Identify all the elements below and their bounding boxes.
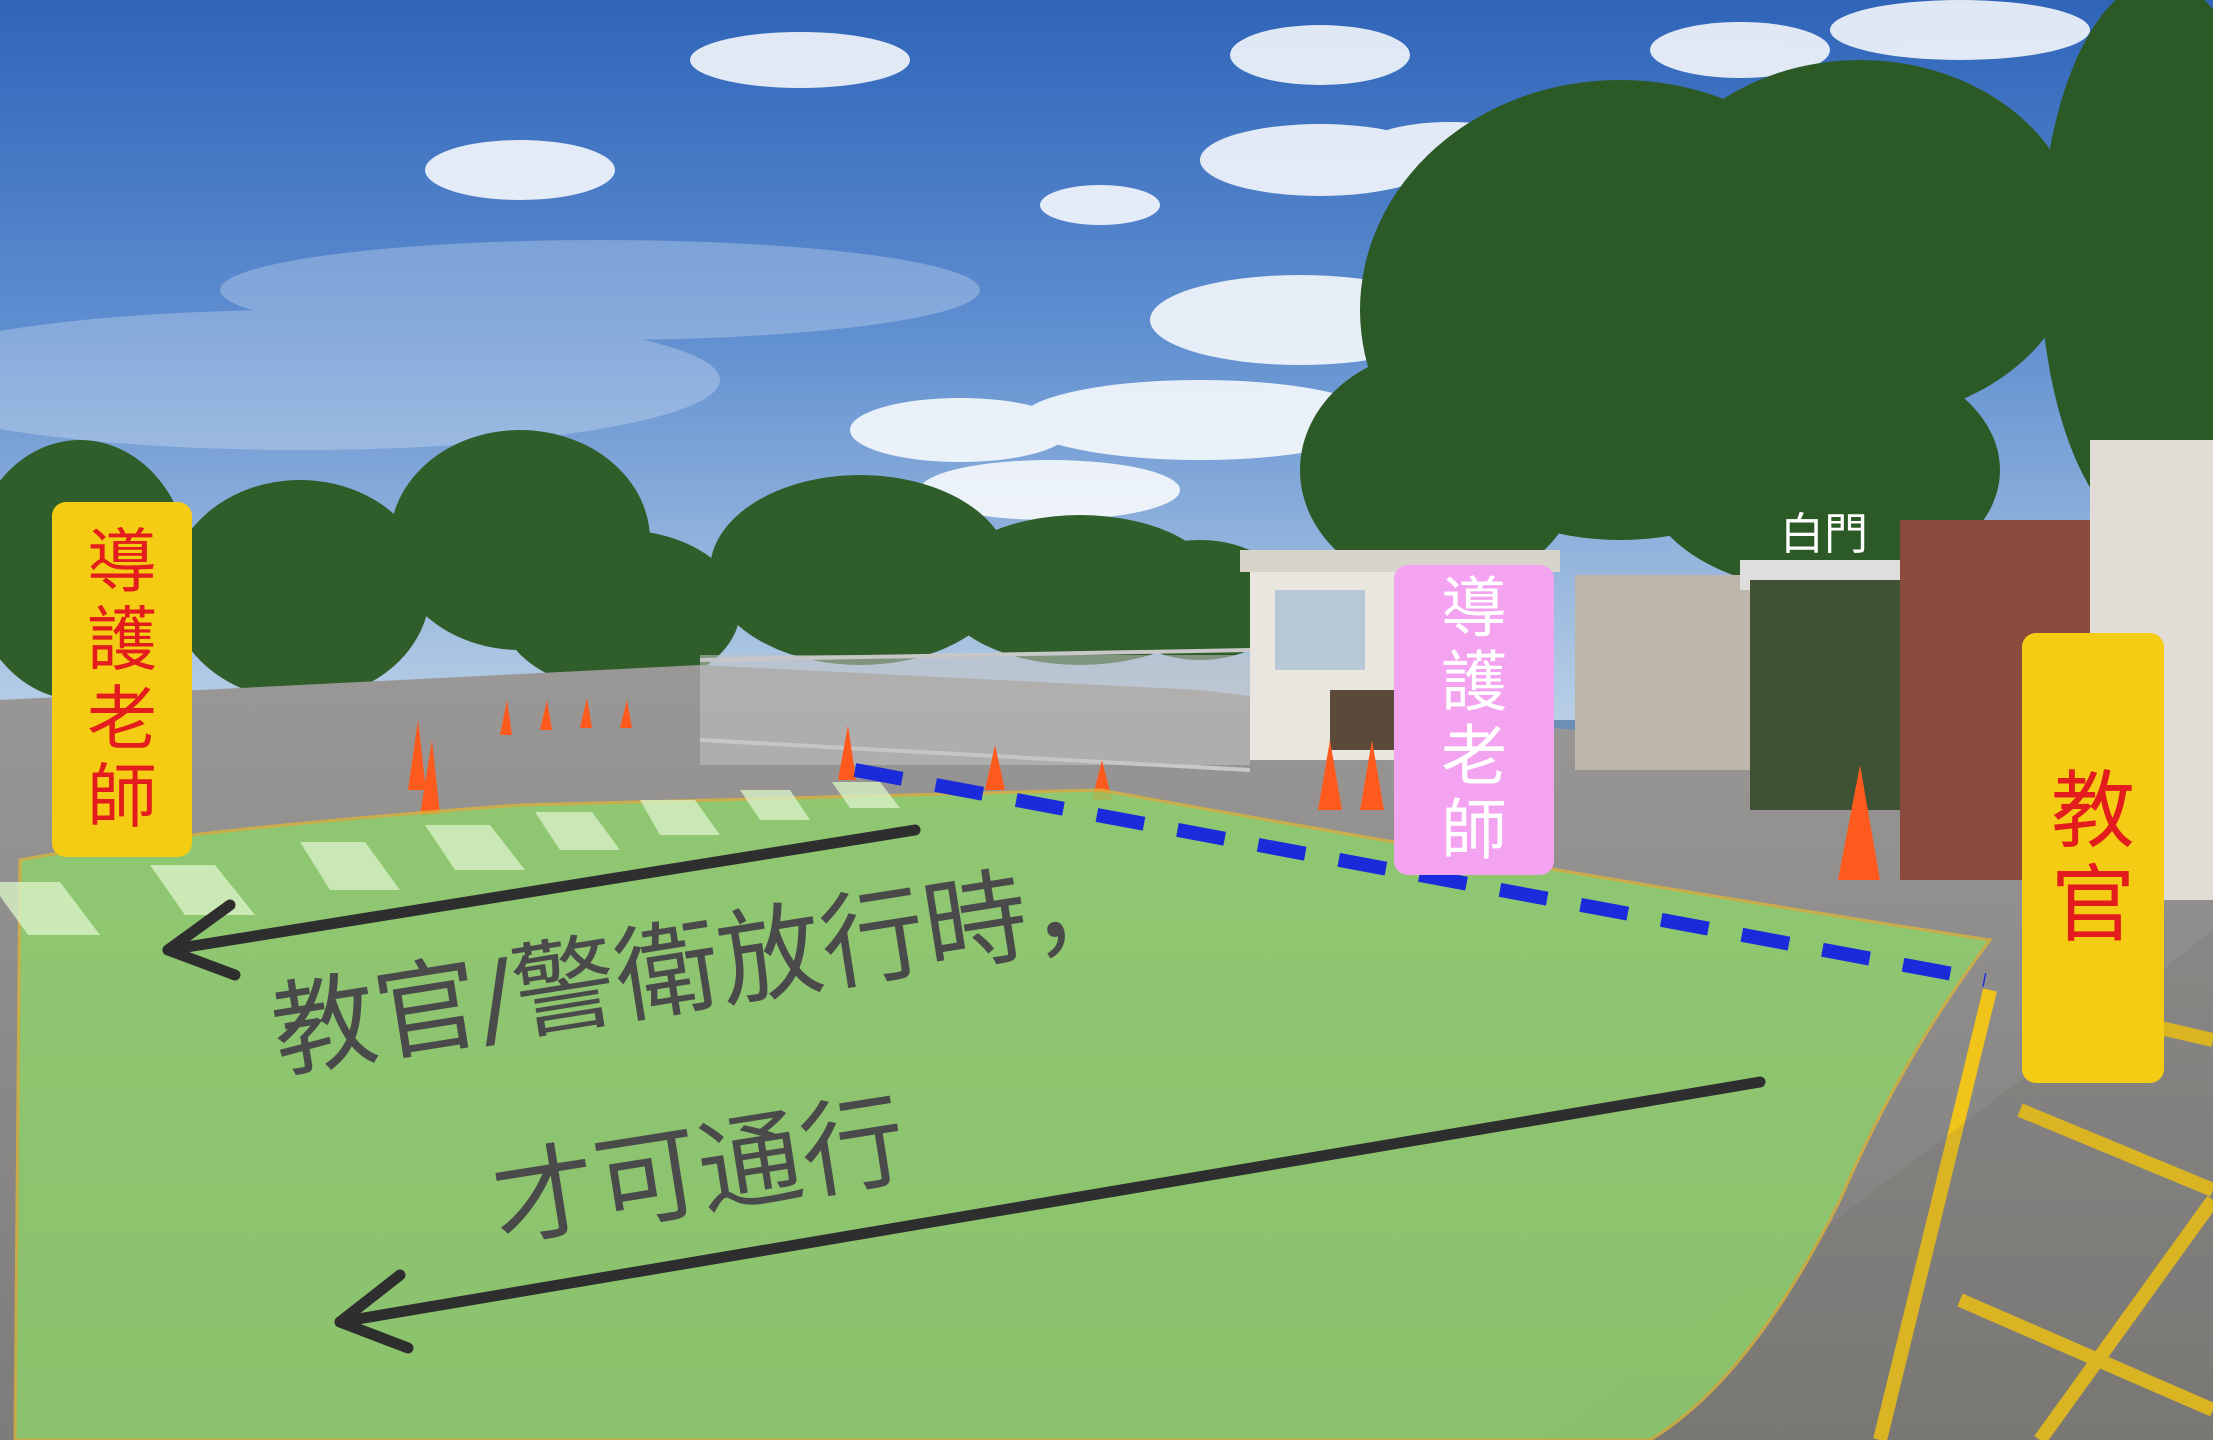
label-left-char: 護 [87,599,157,682]
dashed-boundary [853,763,1987,987]
trees-right [1300,0,2213,590]
green-overlay [13,788,1993,1440]
gate-label: 白門 [1780,509,1868,560]
label-left-char: 導 [87,520,157,603]
label-guide-teacher-left: 導 護 老 師 [52,502,192,857]
direction-arrows [162,824,1766,1354]
label-guide-teacher-middle: 導 護 老 師 [1394,565,1554,875]
fence-bars [700,655,1250,765]
label-right-char: 教 [2050,761,2135,860]
label-mid-char: 導 [1441,570,1507,648]
label-left-char: 師 [87,755,157,838]
haze [0,240,980,450]
label-left-char: 老 [87,677,157,760]
label-mid-char: 師 [1441,791,1507,869]
label-instructor-right: 教 官 [2022,633,2164,1083]
road-shadow [1540,930,2213,1440]
traffic-cones [408,698,1880,880]
label-right-char: 官 [2050,856,2135,954]
label-mid-char: 護 [1441,644,1507,722]
label-mid-char: 老 [1441,718,1507,795]
